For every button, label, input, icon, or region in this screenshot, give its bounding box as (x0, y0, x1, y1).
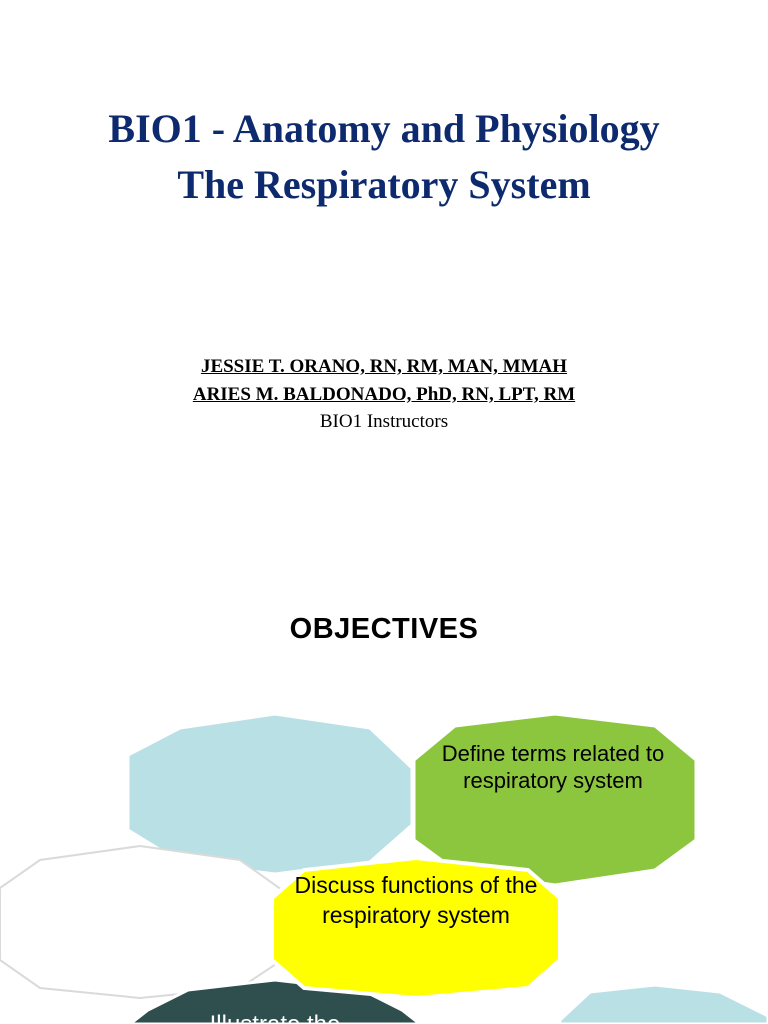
title-slide: BIO1 - Anatomy and Physiology The Respir… (108, 106, 660, 432)
hexagon-diagram (0, 712, 768, 1024)
objectives-heading: OBJECTIVES (289, 613, 479, 645)
slide-title-topic: The Respiratory System (177, 162, 591, 207)
author-2: ARIES M. BALDONADO, PhD, RN, LPT, RM (192, 384, 576, 405)
objective-illustrate: Illustrate the (150, 1010, 400, 1024)
objective-define-terms: Define terms related to respiratory syst… (441, 741, 665, 793)
slide-title-course: BIO1 - Anatomy and Physiology (108, 106, 660, 151)
objectives-slide: OBJECTIVES Define terms related to respi… (0, 540, 768, 1024)
objective-discuss-functions: Discuss functions of the respiratory sys… (294, 872, 538, 928)
author-1: JESSIE T. ORANO, RN, RM, MAN, MMAH (200, 356, 568, 377)
hexagon-white-left (0, 844, 283, 1000)
author-role: BIO1 Instructors (319, 411, 449, 432)
hexagon-yellow (270, 855, 562, 1001)
hexagon-blue-right (558, 983, 768, 1024)
